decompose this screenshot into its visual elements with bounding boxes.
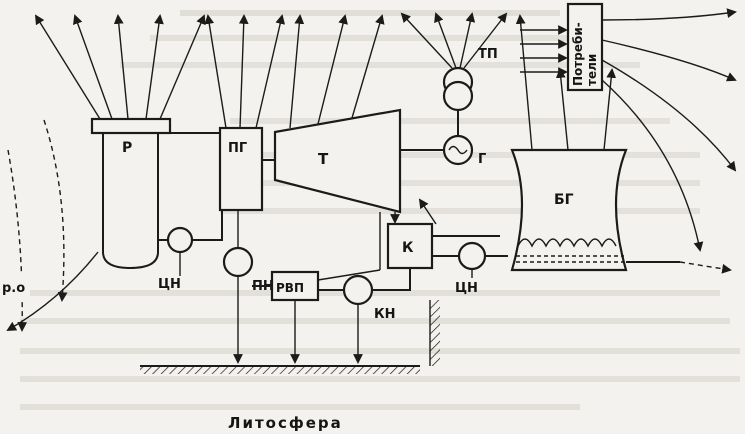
reactor-circulation-pump: ЦН <box>158 228 192 292</box>
pump-label-right: ЦН <box>455 281 478 296</box>
turbine-label: Т <box>318 150 329 168</box>
condensate-pump-label: КН <box>374 307 396 322</box>
regenerative-heater: РВП <box>272 272 318 300</box>
consumer-outputs <box>602 12 735 250</box>
reactor-label: Р <box>122 140 132 156</box>
sg-emissions <box>208 16 282 128</box>
turbine-emissions <box>290 16 382 128</box>
transformer-label: ТП <box>478 47 498 62</box>
lithosphere-label: Литосфера <box>228 414 343 432</box>
steam-generator-label: ПГ <box>228 141 247 156</box>
regenerative-heater-label: РВП <box>276 281 304 295</box>
cooling-tower: БГ <box>512 150 626 270</box>
condenser-label: К <box>402 240 414 256</box>
pump-label-left: ЦН <box>158 277 181 292</box>
generator-label: Г <box>478 152 486 167</box>
background-text-lines <box>20 10 740 410</box>
consumers-box: Потреби- тели <box>568 4 602 90</box>
steam-generator: ПГ <box>220 128 262 210</box>
cooling-tower-label: БГ <box>554 192 574 208</box>
generator: Г <box>444 136 486 167</box>
turbine: Т <box>275 110 400 212</box>
reactor: Р <box>92 119 170 268</box>
cooling-circulation-pump: ЦН <box>455 243 485 296</box>
condenser: К <box>388 224 432 268</box>
consumers-label-line2: тели <box>585 54 599 86</box>
left-edge-label: р.о <box>2 281 25 296</box>
consumers-label-line1: Потреби- <box>571 22 585 86</box>
